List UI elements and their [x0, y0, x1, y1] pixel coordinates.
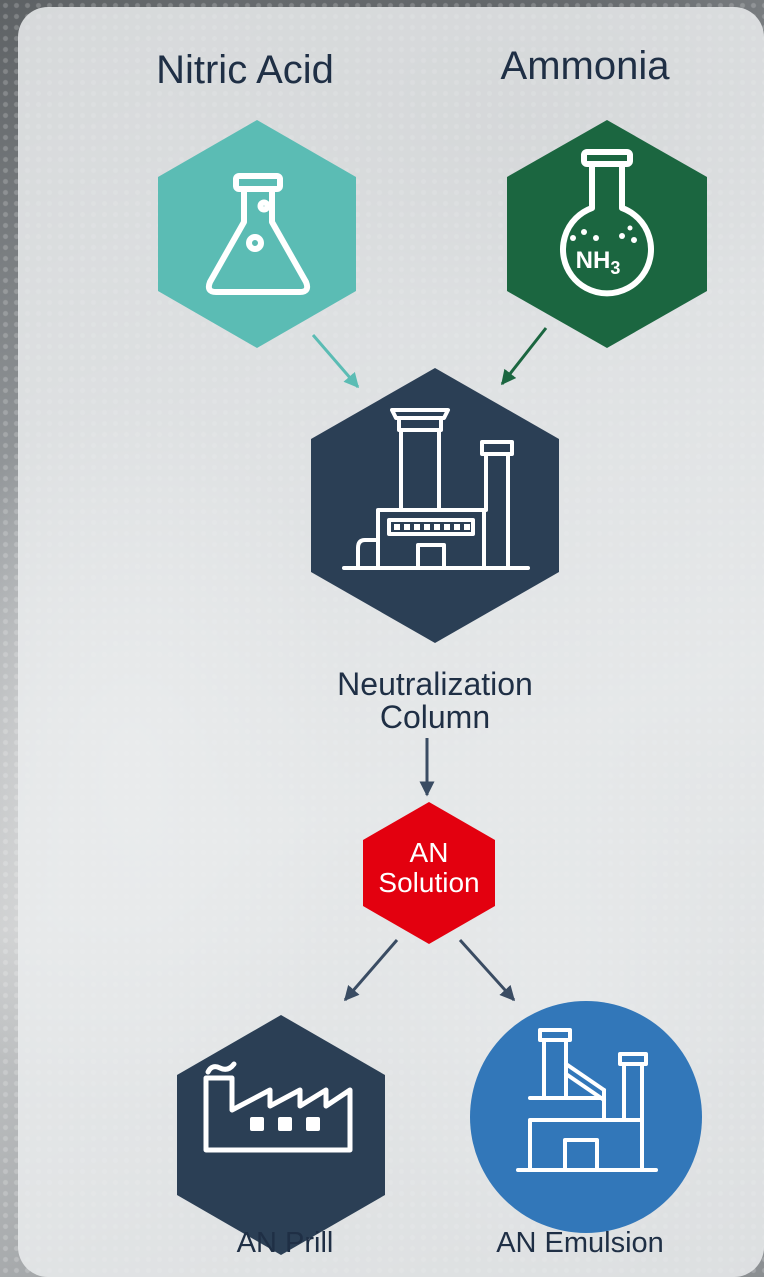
round-flask-icon: [560, 149, 654, 297]
factory-window-dots: [394, 524, 470, 530]
ammonia-formula-subscript: 3: [610, 258, 620, 278]
nitric-acid-node: [158, 120, 356, 348]
an-solution-hexagon: [363, 802, 495, 944]
factory-windows: [250, 1117, 320, 1131]
neutralization-hexagon: [311, 368, 559, 643]
an-solution-label-line1: AN: [409, 837, 449, 868]
nitric-acid-hexagon: [158, 120, 356, 348]
ammonia-hexagon: [507, 120, 707, 348]
arrow-ammonia-to-column: [500, 327, 548, 386]
an-prill-node: [177, 1015, 385, 1255]
flask-icon: [205, 173, 311, 295]
ammonia-node: NH3: [507, 120, 707, 348]
an-prill-hexagon: [177, 1015, 385, 1255]
an-emulsion-node: [470, 1001, 702, 1233]
an-emulsion-circle: [470, 1001, 702, 1233]
neutralization-column-label: Neutralization Column: [285, 668, 585, 734]
ammonia-formula: NH3: [576, 247, 621, 278]
an-solution-label: AN Solution: [362, 838, 496, 898]
ammonia-formula-main: NH: [576, 247, 611, 274]
ammonia-label: Ammonia: [500, 44, 670, 88]
arrow-nitric-to-column: [311, 334, 360, 389]
bubbles-icon: [570, 225, 637, 243]
neutralization-column-node: [311, 368, 559, 643]
arrow-solution-to-prill: [343, 939, 399, 1002]
factory-tower-icon: [342, 408, 530, 570]
nitric-acid-label: Nitric Acid: [156, 48, 334, 92]
plant-icon: [516, 1028, 658, 1172]
neutralization-label-line2: Column: [379, 699, 491, 735]
neutralization-label-line1: Neutralization: [337, 666, 533, 702]
an-solution-label-line2: Solution: [378, 867, 480, 898]
factory-icon: [203, 1061, 353, 1153]
arrow-solution-to-emulsion: [458, 938, 516, 1002]
an-emulsion-label: AN Emulsion: [496, 1227, 664, 1259]
an-prill-label: AN Prill: [236, 1227, 334, 1259]
